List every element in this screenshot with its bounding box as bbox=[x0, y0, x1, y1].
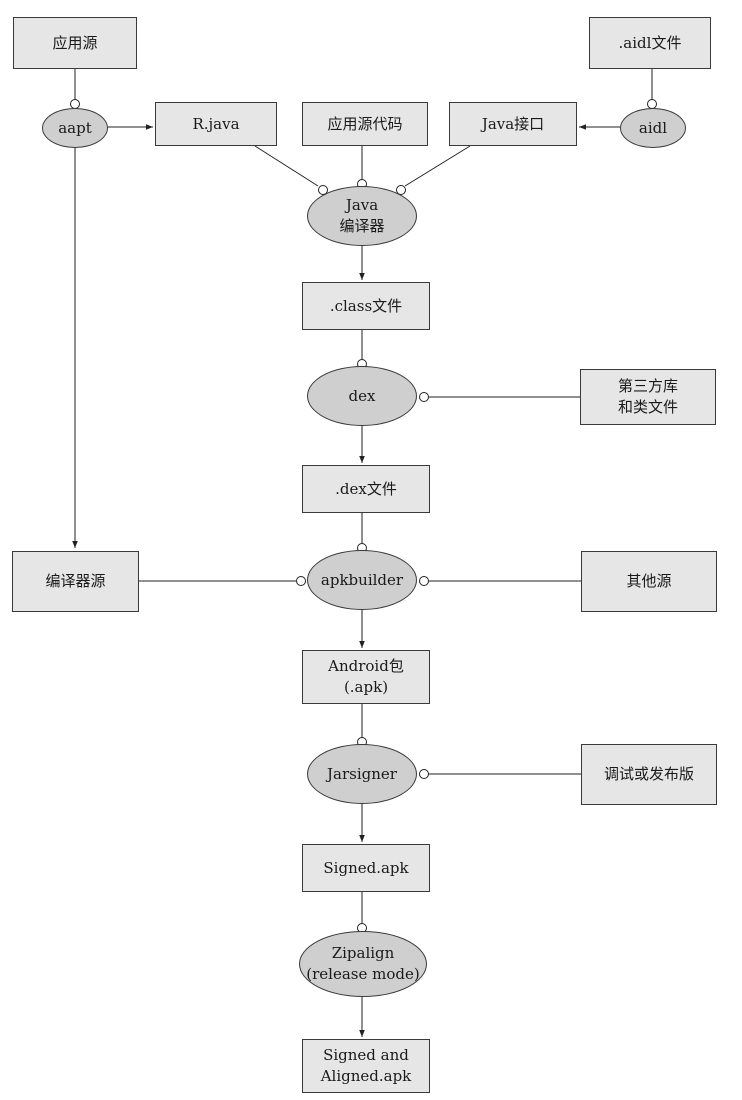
dex-files-box: .dex文件 bbox=[302, 465, 430, 513]
aidl-files-label: .aidl文件 bbox=[618, 33, 682, 52]
java-compiler-line2: 编译器 bbox=[339, 217, 385, 235]
debug-release-box: 调试或发布版 bbox=[581, 744, 717, 805]
apkbuilder-ellipse: apkbuilder bbox=[307, 550, 417, 610]
compiler-source-box: 编译器源 bbox=[12, 551, 139, 612]
connector-dot-apkbuilder-left bbox=[296, 576, 306, 586]
android-package-line1: Android包 bbox=[328, 657, 404, 675]
dex-ellipse: dex bbox=[307, 366, 417, 426]
signed-apk-label: Signed.apk bbox=[323, 858, 409, 877]
class-files-label: .class文件 bbox=[329, 296, 403, 315]
class-files-box: .class文件 bbox=[302, 282, 430, 330]
third-party-libs-line1: 第三方库 bbox=[617, 377, 678, 395]
java-interface-label: Java接口 bbox=[481, 114, 545, 133]
zipalign-ellipse: Zipalign (release mode) bbox=[299, 931, 427, 997]
jarsigner-label: Jarsigner bbox=[327, 764, 397, 783]
signed-aligned-line1: Signed and bbox=[323, 1046, 409, 1064]
edge-interface-to-compiler bbox=[404, 145, 471, 187]
connector-dot-dex-right bbox=[419, 392, 429, 402]
signed-aligned-apk-box: Signed and Aligned.apk bbox=[302, 1039, 430, 1093]
apkbuilder-label: apkbuilder bbox=[320, 570, 404, 589]
connector-dot-apkbuilder-right bbox=[419, 576, 429, 586]
other-source-label: 其他源 bbox=[626, 572, 672, 590]
aidl-ellipse: aidl bbox=[620, 108, 686, 148]
aapt-label: aapt bbox=[58, 118, 92, 137]
r-java-box: R.java bbox=[155, 102, 277, 146]
android-package-line2: (.apk) bbox=[343, 678, 389, 696]
android-package-box: Android包 (.apk) bbox=[302, 650, 430, 704]
dex-files-label: .dex文件 bbox=[335, 479, 397, 498]
zipalign-line2: (release mode) bbox=[306, 965, 420, 983]
aapt-ellipse: aapt bbox=[42, 108, 108, 148]
jarsigner-ellipse: Jarsigner bbox=[307, 744, 417, 804]
aidl-files-box: .aidl文件 bbox=[589, 17, 711, 69]
third-party-libs-box: 第三方库 和类文件 bbox=[580, 369, 716, 425]
java-compiler-ellipse: Java 编译器 bbox=[307, 186, 417, 246]
debug-release-label: 调试或发布版 bbox=[603, 765, 694, 783]
app-source-code-label: 应用源代码 bbox=[327, 114, 403, 133]
app-source-label: 应用源 bbox=[52, 33, 98, 52]
signed-aligned-line2: Aligned.apk bbox=[320, 1067, 412, 1085]
edge-r-java-to-compiler bbox=[254, 145, 319, 187]
connector-dot-jarsigner-right bbox=[419, 769, 429, 779]
dex-label: dex bbox=[348, 386, 376, 405]
java-compiler-line1: Java bbox=[345, 196, 379, 214]
app-source-code-box: 应用源代码 bbox=[302, 102, 428, 146]
aidl-label: aidl bbox=[638, 118, 668, 137]
zipalign-line1: Zipalign bbox=[331, 944, 395, 962]
app-source-box: 应用源 bbox=[13, 17, 137, 69]
third-party-libs-line2: 和类文件 bbox=[617, 398, 678, 416]
signed-apk-box: Signed.apk bbox=[302, 844, 430, 892]
r-java-label: R.java bbox=[192, 114, 240, 133]
java-interface-box: Java接口 bbox=[449, 102, 577, 146]
compiler-source-label: 编译器源 bbox=[45, 572, 106, 590]
other-source-box: 其他源 bbox=[581, 551, 717, 612]
